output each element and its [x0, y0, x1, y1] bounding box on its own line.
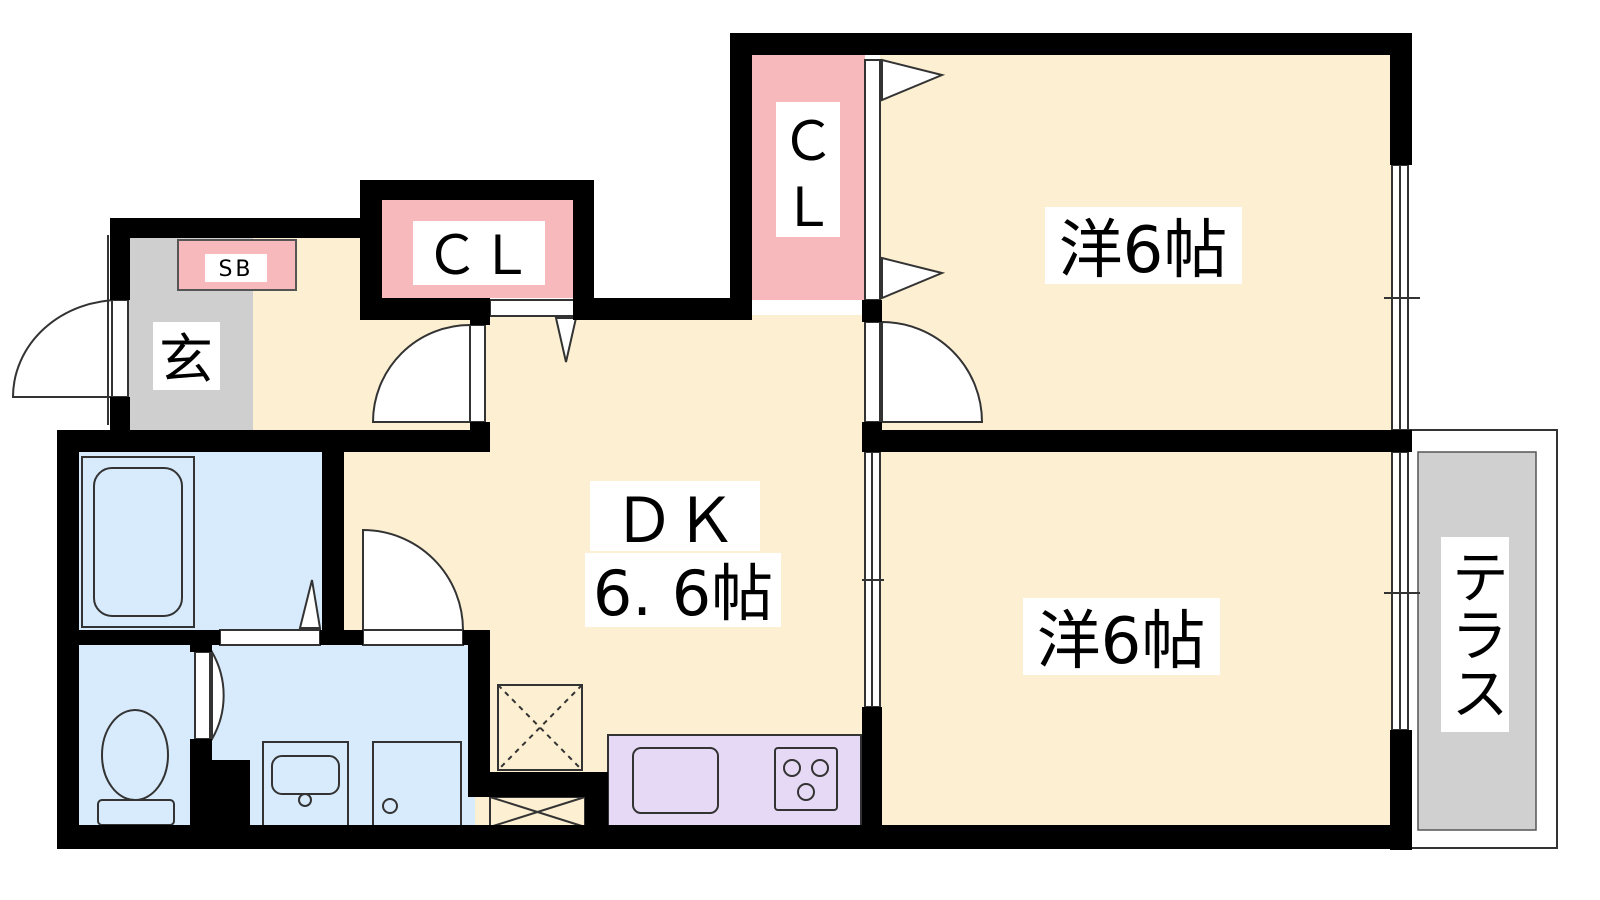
western-lower-label: 洋6帖 [1037, 605, 1206, 679]
washroom-door [362, 528, 465, 631]
windows [107, 59, 1420, 740]
doors [11, 58, 984, 743]
refrigerator-space [497, 684, 583, 771]
western-upper-label: 洋6帖 [1059, 214, 1228, 288]
kitchen-counter [607, 734, 862, 828]
closet-tall-label-bottom: Ｌ [781, 176, 835, 239]
toilet-opening [194, 651, 211, 740]
closet-tall-label-top: Ｃ [781, 110, 835, 173]
terrace-label: テラス [1441, 547, 1509, 721]
entrance-label: 玄 [159, 328, 213, 391]
closet-small-label: ＣＬ [425, 224, 533, 287]
closet-small-opening [489, 299, 576, 317]
bath-door [298, 579, 322, 629]
stove-icon [774, 747, 838, 811]
bathtub-inner [93, 467, 183, 617]
fixtures [81, 456, 862, 828]
toilet-floor [75, 645, 195, 830]
kitchen-sink [632, 747, 719, 814]
washroom-opening [362, 629, 464, 646]
dk-size-label: 6. 6帖 [593, 557, 773, 630]
toilet-door [211, 648, 225, 743]
western-upper-door [881, 320, 984, 423]
labels: 玄 SB ＣＬ Ｃ Ｌ 洋6帖 洋6帖 ＤＫ 6. 6帖 テラス [153, 102, 1509, 732]
closet-door-lower [881, 256, 946, 300]
western-upper-opening [864, 321, 881, 423]
walls [57, 33, 1412, 850]
bath-opening [219, 629, 321, 646]
closet-door-upper [881, 58, 946, 102]
bathtub [81, 456, 195, 628]
hall-opening [469, 324, 486, 423]
shoe-box-label: SB [218, 257, 253, 282]
hall-door [371, 323, 471, 423]
entrance-door [11, 298, 121, 398]
closet-tall-opening [864, 59, 881, 301]
dk-label: ＤＫ [613, 484, 737, 557]
closet-small-door [554, 317, 578, 363]
entrance-opening [111, 299, 129, 398]
